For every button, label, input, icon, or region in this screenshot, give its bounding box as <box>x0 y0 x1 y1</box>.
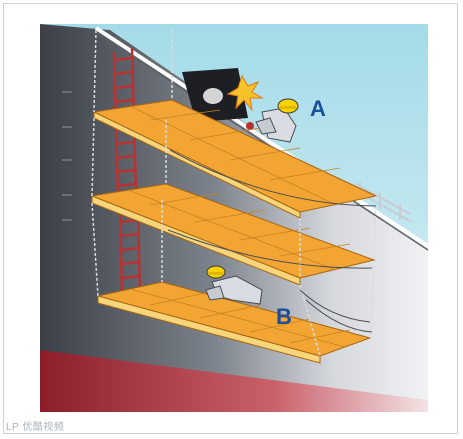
worker-a <box>246 98 299 143</box>
hard-hat-icon <box>206 265 226 279</box>
deck-edge <box>94 26 430 248</box>
hard-hat-icon <box>277 98 299 114</box>
label-b: B <box>276 304 292 329</box>
guide-ropes <box>167 149 377 333</box>
sky-area <box>40 24 428 248</box>
hull-red-band <box>40 350 428 412</box>
chain-icon <box>91 29 377 357</box>
watermark: LP 优酷视频 <box>6 422 65 433</box>
welding-machine <box>182 68 248 122</box>
hull-marks <box>62 91 72 221</box>
ladder-icon <box>118 209 142 297</box>
welding-spark-icon <box>226 74 264 112</box>
worker-b <box>205 265 263 305</box>
label-a: A <box>310 96 326 121</box>
